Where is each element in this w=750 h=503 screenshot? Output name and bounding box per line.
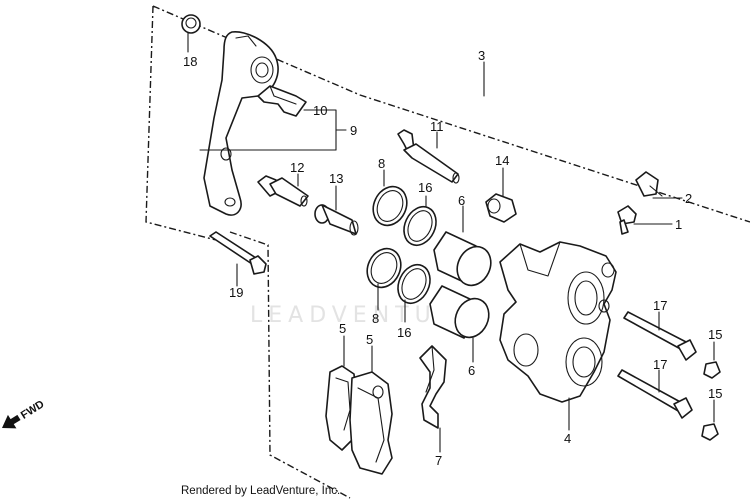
callout-12: 12	[290, 160, 304, 175]
part-11-pin	[397, 129, 460, 184]
callout-8-upper: 8	[378, 156, 385, 171]
callout-9: 9	[350, 123, 357, 138]
part-10-clip	[257, 85, 307, 117]
part-17-pin-upper	[623, 311, 697, 361]
part-16-seal-lower	[397, 263, 431, 305]
part-1-bleeder-valve	[617, 205, 637, 235]
part-17-pin-lower	[617, 369, 693, 419]
part-6-piston-upper	[433, 231, 492, 287]
part-18-nut	[181, 14, 201, 53]
part-15-plug-upper	[703, 361, 721, 379]
callout-1: 1	[675, 217, 682, 232]
footer-credit: Rendered by LeadVenture, Inc.	[181, 485, 341, 497]
part-7-spring	[419, 345, 447, 429]
callout-7: 7	[435, 453, 442, 468]
fwd-arrow-icon	[2, 414, 21, 429]
leader-lines	[236, 61, 715, 453]
part-9-bracket	[203, 31, 279, 216]
part-16-seal-upper	[403, 205, 437, 247]
callout-11: 11	[430, 119, 444, 134]
callout-5-left: 5	[339, 321, 346, 336]
part-13-boot	[314, 204, 359, 236]
assembly-outline	[145, 5, 750, 499]
part-8-seal-lower	[366, 247, 402, 289]
part-14-bushing	[485, 193, 517, 223]
part-5-pad-right	[349, 371, 393, 475]
fwd-label: FWD	[19, 398, 47, 421]
part-2-bleeder-cap	[635, 171, 663, 197]
callout-19: 19	[229, 285, 243, 300]
callout-15-upper: 15	[708, 327, 722, 342]
callout-3: 3	[478, 48, 485, 63]
callout-4: 4	[564, 431, 571, 446]
part-19-bolt	[209, 231, 267, 275]
part-4-caliper-body	[499, 241, 617, 403]
part-15-plug-lower	[701, 423, 719, 441]
callout-14: 14	[495, 153, 509, 168]
callout-15-lower: 15	[708, 386, 722, 401]
callout-10: 10	[313, 103, 327, 118]
callout-16-lower: 16	[397, 325, 411, 340]
part-12-bolt	[257, 175, 309, 207]
part-6-piston-lower	[429, 285, 490, 339]
callout-18: 18	[183, 54, 197, 69]
callout-17-lower: 17	[653, 357, 667, 372]
callout-8-lower: 8	[372, 311, 379, 326]
callout-2: 2	[685, 191, 692, 206]
part-8-seal-upper	[372, 185, 408, 227]
callout-numbers: 18 3 10 9 11 8 12 13 14 16 6 2 1 19 17 8…	[183, 48, 722, 468]
callout-16-upper: 16	[418, 180, 432, 195]
callout-5-right: 5	[366, 332, 373, 347]
callout-6-lower: 6	[468, 363, 475, 378]
callout-17-upper: 17	[653, 298, 667, 313]
callout-13: 13	[329, 171, 343, 186]
callout-6-upper: 6	[458, 193, 465, 208]
fwd-indicator: FWD	[2, 398, 47, 429]
